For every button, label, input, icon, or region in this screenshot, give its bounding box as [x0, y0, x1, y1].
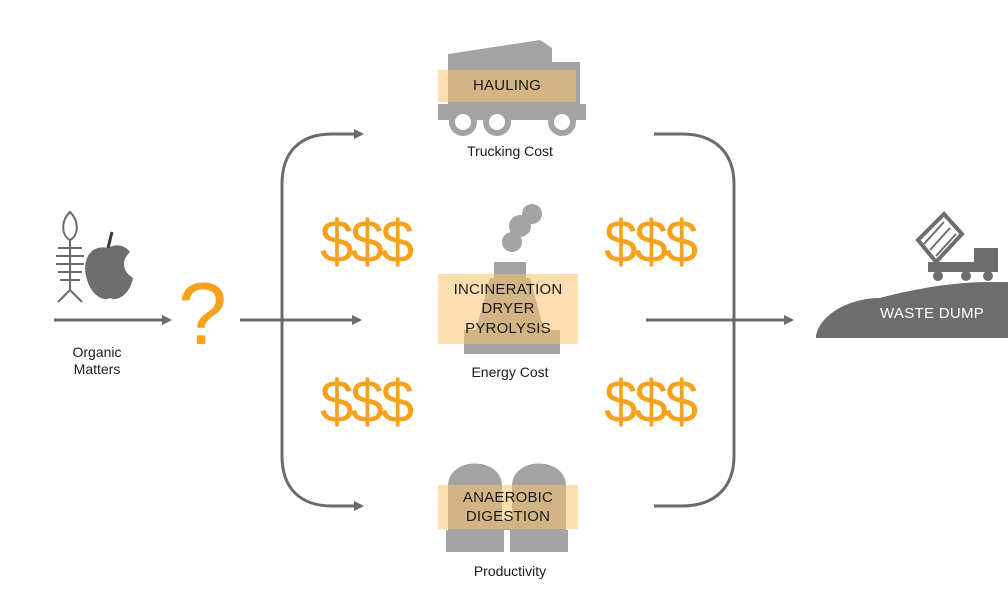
energy-box-line-1: INCINERATION [453, 280, 563, 298]
energy-box-line-2: DRYER [481, 300, 535, 318]
trucking-cost-caption: Trucking Cost [467, 143, 553, 159]
digestion-box-line-2: DIGESTION [465, 508, 551, 525]
source-label: Organic Matters [72, 344, 122, 377]
question-mark: ? [178, 264, 227, 363]
hauling-box-line-1: HAULING [472, 77, 542, 95]
hauling-box: HAULING [438, 70, 576, 102]
cost-symbol-bottom-left: $$$ [320, 368, 414, 435]
dump-truck-tipping-icon [915, 211, 998, 281]
digestion-box-line-1: ANAEROBIC [462, 488, 554, 506]
cost-symbol-bottom-right: $$$ [604, 368, 698, 435]
waste-dump-label: WASTE DUMP [880, 305, 985, 322]
apple-icon [85, 231, 133, 300]
waste-dump-icon [816, 211, 1008, 338]
productivity-caption: Productivity [473, 563, 547, 579]
energy-box-line-3: PYROLYSIS [465, 319, 551, 337]
energy-cost-caption: Energy Cost [471, 364, 549, 380]
cost-symbol-top-left: $$$ [320, 208, 414, 275]
cost-symbol-top-right: $$$ [604, 208, 698, 275]
anaerobic-digestion-box: ANAEROBIC DIGESTION [438, 485, 578, 529]
fish-bone-icon [56, 210, 84, 303]
left-brace [280, 132, 360, 508]
energy-process-box: INCINERATION DRYER PYROLYSIS [438, 274, 578, 344]
